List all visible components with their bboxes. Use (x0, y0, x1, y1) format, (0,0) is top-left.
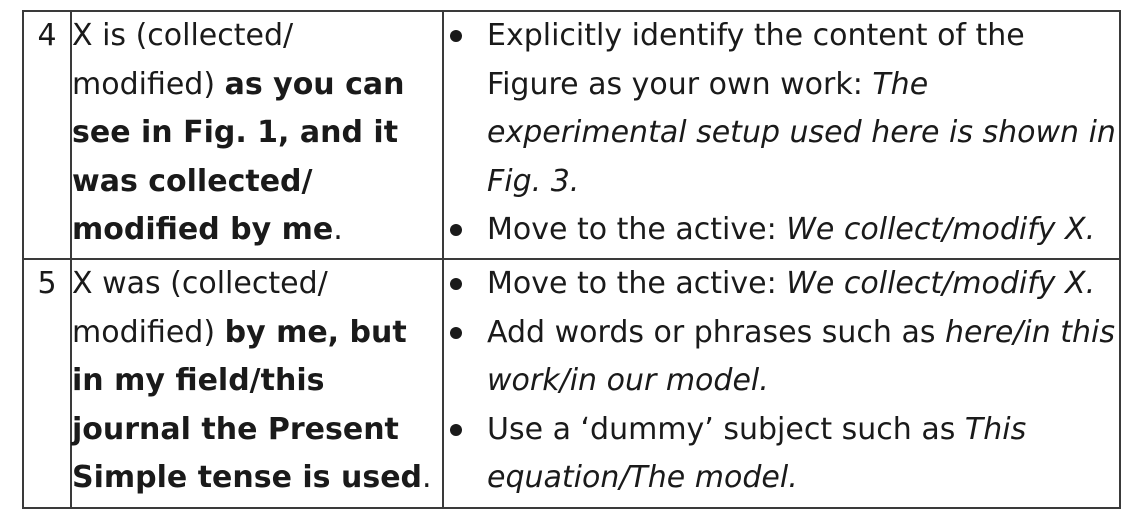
solution-item: Add words or phrases such as here/in thi… (444, 309, 1119, 406)
bullet-icon (450, 224, 462, 236)
solution-cell: Explicitly identify the content of the F… (442, 10, 1121, 260)
solution-text: Add words or phrases such as (487, 314, 946, 350)
row-number: 5 (22, 258, 72, 509)
issue-cell: X is (collected/ modified) as you can se… (70, 10, 444, 260)
solution-item: Move to the active: We collect/modify X. (444, 206, 1119, 255)
solution-cell: Move to the active: We collect/modify X.… (442, 258, 1121, 509)
table-row: 4 X is (collected/ modified) as you can … (22, 10, 1121, 260)
solution-item: Move to the active: We collect/modify X. (444, 260, 1119, 309)
solution-example: This equation/The model. (487, 411, 1027, 496)
row-number: 4 (22, 10, 72, 260)
solution-item: Explicitly identify the content of the F… (444, 12, 1119, 206)
solution-example: We collect/modify X. (786, 266, 1096, 301)
solution-text: Use a ‘dummy’ subject such as (487, 411, 965, 447)
bullet-icon (450, 423, 462, 436)
bullet-icon (450, 278, 462, 290)
issue-text-bold: by me, but in my field/this journal the … (72, 314, 423, 496)
issue-text-plain: . (422, 460, 432, 495)
issue-cell: X was (collected/ modified) by me, but i… (70, 258, 444, 509)
bullet-icon (450, 326, 462, 339)
solution-example: We collect/modify X. (786, 212, 1096, 247)
issue-text-bold: as you can see in Fig. 1, and it was col… (72, 66, 405, 248)
solution-text: Move to the active: (487, 266, 787, 301)
solution-item: Use a ‘dummy’ subject such as This equat… (444, 406, 1119, 503)
table-row: 5 X was (collected/ modified) by me, but… (22, 258, 1121, 509)
guidance-table: 4 X is (collected/ modified) as you can … (22, 10, 1121, 509)
bullet-icon (450, 30, 462, 42)
solution-example: here/in this work/in our model. (487, 314, 1116, 399)
issue-text-plain: . (333, 212, 343, 247)
issue-text-plain: X was (collected/ modified) (72, 266, 328, 350)
solution-text: Explicitly identify the content of the F… (487, 18, 1025, 102)
solution-list: Move to the active: We collect/modify X.… (444, 260, 1119, 503)
issue-text-plain: X is (collected/ modified) (72, 18, 294, 102)
solution-example: The experimental setup used here is show… (487, 66, 1116, 199)
solution-list: Explicitly identify the content of the F… (444, 12, 1119, 255)
solution-text: Move to the active: (487, 212, 787, 247)
